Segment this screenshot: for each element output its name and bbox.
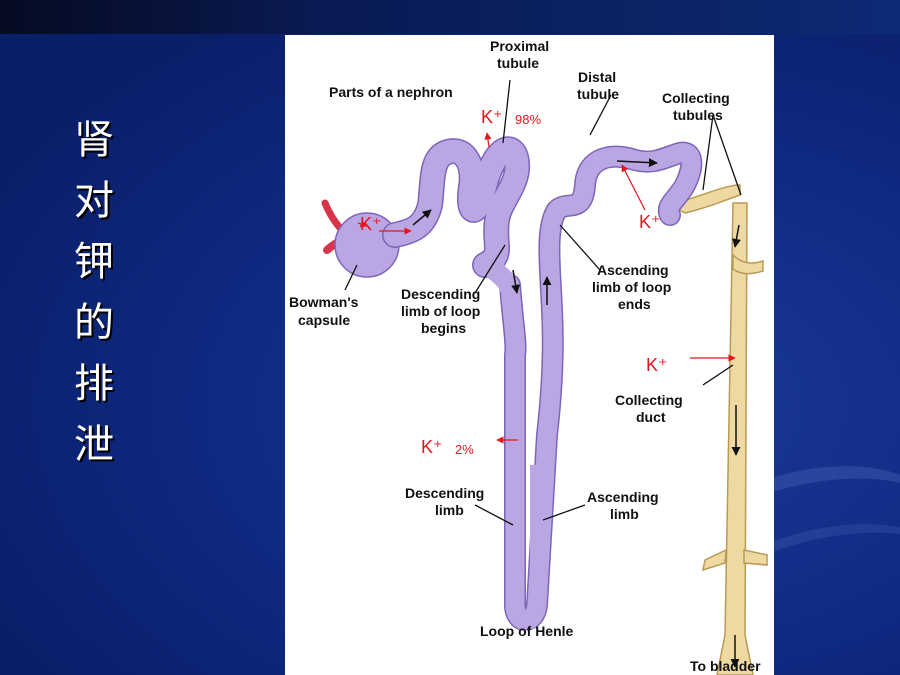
label-asc-end-3: ends — [618, 296, 651, 312]
k-proximal: K⁺ — [481, 107, 503, 127]
label-to-bladder: To bladder — [690, 658, 761, 674]
nephron-tubule — [334, 136, 703, 632]
potassium-arrows — [357, 132, 736, 444]
label-asc-limb-1: Ascending — [587, 489, 659, 505]
label-asc-end-1: Ascending — [597, 262, 669, 278]
k-collecting-duct: K⁺ — [646, 355, 668, 375]
label-collecting-duct-2: duct — [636, 409, 666, 425]
k-distal: K⁺ — [639, 212, 661, 232]
label-desc-begin-1: Descending — [401, 286, 480, 302]
label-bowmans-1: Bowman's — [289, 294, 359, 310]
label-asc-end-2: limb of loop — [592, 279, 671, 295]
label-collecting-duct-1: Collecting — [615, 392, 683, 408]
k-proximal-pct: 98% — [515, 112, 541, 127]
label-desc-limb-1: Descending — [405, 485, 484, 501]
label-distal-2: tubule — [577, 86, 619, 102]
label-proximal-2: tubule — [497, 55, 539, 71]
k-loop: K⁺ — [421, 437, 443, 457]
label-proximal-1: Proximal — [490, 38, 549, 54]
slide-title: 肾对钾的排泄 — [67, 118, 113, 484]
nephron-diagram: Parts of a nephron Proximal tubule Dista… — [289, 38, 768, 675]
top-band — [0, 0, 900, 34]
label-distal-1: Distal — [578, 69, 616, 85]
k-bowmans: K⁺ — [360, 214, 382, 234]
label-asc-limb-2: limb — [610, 506, 639, 522]
label-desc-limb-2: limb — [435, 502, 464, 518]
k-loop-pct: 2% — [455, 442, 474, 457]
label-collecting-tubules-2: tubules — [673, 107, 723, 123]
label-loop-henle: Loop of Henle — [480, 623, 574, 639]
leader-lines — [344, 79, 742, 526]
diagram-heading: Parts of a nephron — [329, 84, 453, 100]
nephron-diagram-panel: Parts of a nephron Proximal tubule Dista… — [285, 35, 774, 675]
collecting-duct — [668, 184, 768, 675]
label-desc-begin-2: limb of loop — [401, 303, 480, 319]
label-bowmans-2: capsule — [298, 312, 350, 328]
label-desc-begin-3: begins — [421, 320, 466, 336]
label-collecting-tubules-1: Collecting — [662, 90, 730, 106]
